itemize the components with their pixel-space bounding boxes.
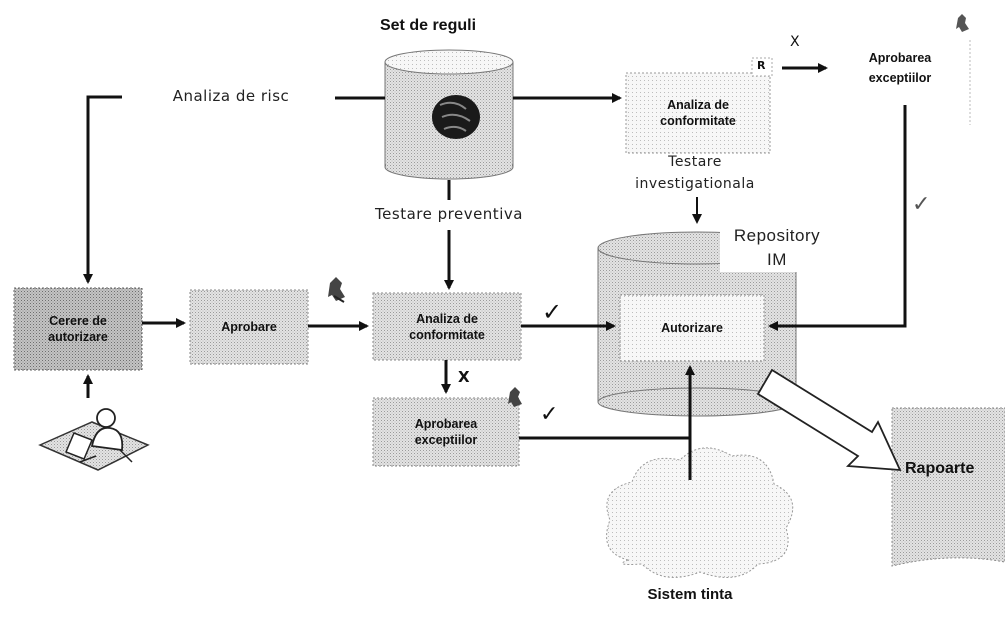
exceptions-top-line1: Aprobarea — [868, 51, 932, 65]
exceptions-stamp-icon — [508, 387, 522, 407]
compliance-top-line2: conformitate — [660, 114, 736, 128]
investigational-testing-line2: investigationala — [635, 176, 755, 192]
compliance-top-text: Analiza de conformitate — [626, 73, 770, 153]
exceptions-center-line1: Aprobarea — [414, 417, 478, 431]
compliance-center-line1: Analiza de — [416, 311, 478, 326]
check-mark-exceptions: ✓ — [540, 402, 559, 427]
authorization-request-line1: Cerere de — [49, 314, 107, 328]
repository-line2: IM — [767, 250, 787, 269]
exceptions-approval-center-box — [372, 397, 520, 467]
compliance-center-line2: conformitate — [409, 327, 485, 342]
target-system-cloud — [606, 447, 794, 578]
check-mark-compliance: ✓ — [542, 298, 563, 326]
target-system-label: Sistem tinta — [647, 586, 733, 603]
exceptions-center-text: Aprobarea exceptiilor — [373, 398, 519, 466]
approval-box — [189, 289, 309, 365]
user-at-desk-icon — [38, 408, 150, 471]
compliance-analysis-top-box — [625, 72, 771, 154]
reports-label: Rapoarte — [905, 460, 975, 477]
connectors — [83, 63, 907, 480]
authorization-request-line2: autorizare — [48, 330, 108, 344]
exceptions-top-line2: exceptiilor — [868, 71, 932, 85]
check-mark-top-exceptions: ✓ — [912, 192, 931, 217]
reports-document — [891, 407, 1005, 567]
compliance-top-line1: Analiza de — [667, 98, 729, 112]
repository-line1: Repository — [733, 226, 821, 245]
x-mark-center: X — [458, 368, 470, 386]
approval-stamp-icon — [328, 277, 345, 303]
risk-analysis-label: Analiza de risc — [172, 87, 290, 105]
rule-set-icon — [432, 95, 480, 139]
top-right-stamp-icon — [956, 14, 971, 125]
r-badge-box — [751, 57, 773, 77]
authorization-request-box — [13, 287, 143, 371]
x-mark-top: X — [790, 34, 800, 50]
authorization-box — [619, 294, 765, 362]
rule-set-database — [384, 49, 514, 180]
rule-set-label: Set de reguli — [379, 17, 477, 34]
preventive-testing-label: Testare preventiva — [375, 205, 523, 223]
authorization-text: Autorizare — [661, 321, 723, 335]
investigational-testing-line1: Testare — [668, 154, 722, 170]
compliance-center-text: Analiza de conformitate — [373, 293, 521, 360]
approval-text: Aprobare — [221, 320, 277, 334]
reports-hollow-arrow — [756, 368, 902, 472]
compliance-analysis-center-box — [372, 292, 522, 361]
exceptions-center-line2: exceptiilor — [414, 433, 478, 447]
authorization-request-text: Cerere de autorizare — [14, 288, 142, 370]
r-badge: R — [757, 59, 766, 72]
